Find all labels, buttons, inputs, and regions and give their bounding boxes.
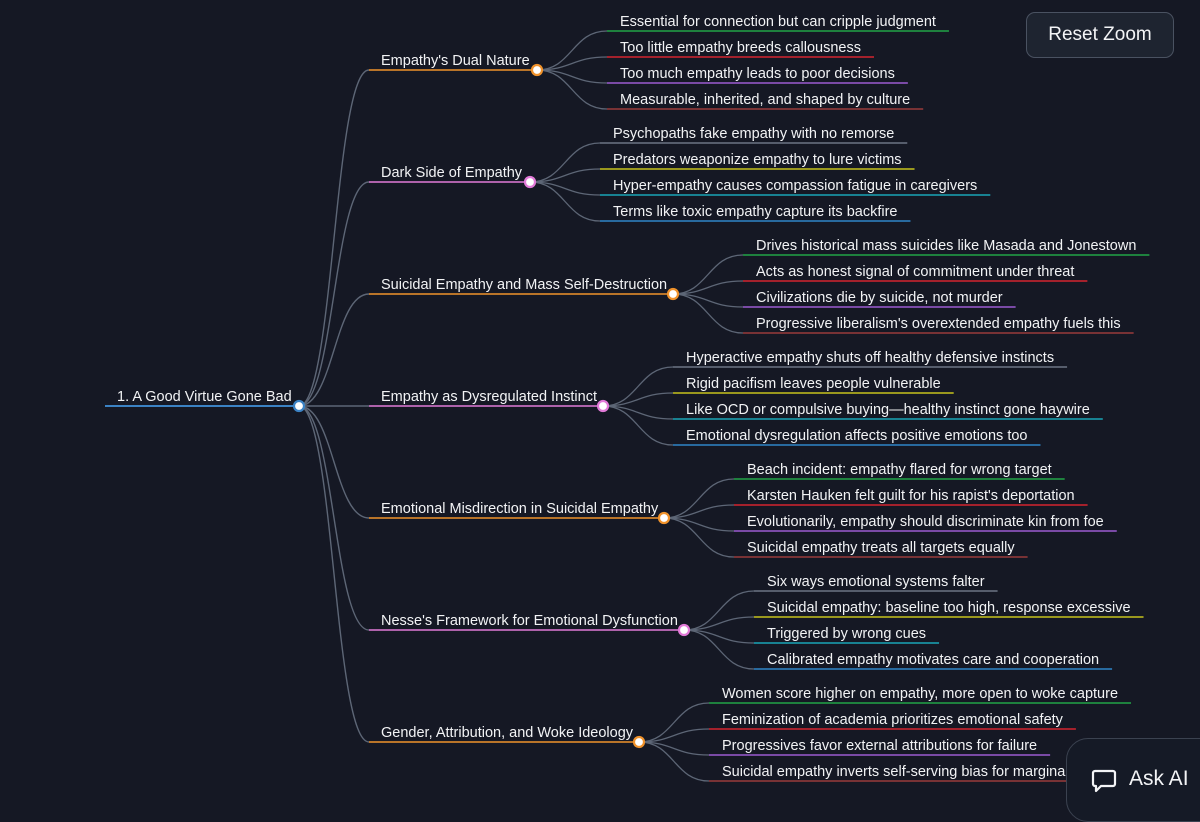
branch-collapse-toggle[interactable] — [523, 175, 537, 189]
leaf-link — [663, 478, 735, 519]
leaf-label: Suicidal empathy inverts self-serving bi… — [722, 764, 1072, 780]
leaf-label: Emotional dysregulation affects positive… — [686, 428, 1027, 444]
branch-label: Empathy as Dysregulated Instinct — [381, 389, 597, 405]
branch-collapse-toggle[interactable] — [666, 287, 680, 301]
branch-collapse-toggle[interactable] — [677, 623, 691, 637]
branch-link — [298, 69, 370, 407]
label-layer: 1. A Good Virtue Gone Bad Empathy's Dual … — [117, 14, 1136, 780]
leaf-label: Too little empathy breeds callousness — [620, 40, 861, 56]
leaf-label: Suicidal empathy: baseline too high, res… — [767, 600, 1131, 616]
leaf-label: Evolutionarily, empathy should discrimin… — [747, 514, 1104, 530]
branch-link — [298, 181, 370, 407]
branch-label: Empathy's Dual Nature — [381, 53, 530, 69]
branch-label: Emotional Misdirection in Suicidal Empat… — [381, 501, 659, 517]
leaf-link — [536, 30, 608, 71]
leaf-link — [536, 69, 608, 110]
leaf-link — [638, 741, 710, 756]
leaf-link — [663, 517, 735, 532]
leaf-link — [683, 629, 755, 670]
leaf-label: Measurable, inherited, and shaped by cul… — [620, 92, 910, 108]
branch-link — [298, 405, 370, 631]
leaf-label: Progressives favor external attributions… — [722, 738, 1037, 754]
leaf-link — [663, 504, 735, 519]
leaf-link — [602, 366, 674, 407]
leaf-label: Rigid pacifism leaves people vulnerable — [686, 376, 941, 392]
leaf-link — [536, 56, 608, 71]
leaf-label: Drives historical mass suicides like Mas… — [756, 238, 1136, 254]
mindmap-diagram[interactable]: 1. A Good Virtue Gone Bad Empathy's Dual … — [0, 0, 1200, 792]
reset-zoom-button[interactable]: Reset Zoom — [1026, 12, 1174, 58]
leaf-label: Calibrated empathy motivates care and co… — [767, 652, 1099, 668]
ask-ai-label: Ask AI — [1129, 767, 1189, 790]
leaf-label: Acts as honest signal of commitment unde… — [756, 264, 1074, 280]
leaf-link — [638, 702, 710, 743]
branch-link — [298, 405, 370, 743]
leaf-label: Karsten Hauken felt guilt for his rapist… — [747, 488, 1075, 504]
leaf-label: Predators weaponize empathy to lure vict… — [613, 152, 902, 168]
leaf-label: Beach incident: empathy flared for wrong… — [747, 462, 1052, 478]
leaf-link — [529, 142, 601, 183]
branch-label: Nesse's Framework for Emotional Dysfunct… — [381, 613, 678, 629]
leaf-link — [683, 629, 755, 644]
branch-link — [298, 293, 370, 407]
leaf-label: Six ways emotional systems falter — [767, 574, 985, 590]
leaf-label: Essential for connection but can cripple… — [620, 14, 936, 30]
leaf-link — [536, 69, 608, 84]
leaf-label: Civilizations die by suicide, not murder — [756, 290, 1003, 306]
leaf-link — [672, 254, 744, 295]
branch-collapse-toggle[interactable] — [657, 511, 671, 525]
branch-link — [298, 405, 370, 519]
branch-collapse-toggle[interactable] — [530, 63, 544, 77]
leaf-link — [638, 728, 710, 743]
leaf-link — [529, 168, 601, 183]
leaf-link — [529, 181, 601, 196]
leaf-link — [602, 405, 674, 446]
leaf-label: Like OCD or compulsive buying—healthy in… — [686, 402, 1090, 418]
leaf-link — [602, 392, 674, 407]
underline-layer — [105, 30, 1150, 782]
root-node-label: 1. A Good Virtue Gone Bad — [117, 389, 292, 405]
leaf-label: Hyperactive empathy shuts off healthy de… — [686, 350, 1054, 366]
branch-label: Dark Side of Empathy — [381, 165, 523, 181]
leaf-label: Terms like toxic empathy capture its bac… — [613, 204, 897, 220]
leaf-link — [683, 616, 755, 631]
leaf-label: Psychopaths fake empathy with no remorse — [613, 126, 894, 142]
leaf-link — [672, 293, 744, 308]
leaf-label: Hyper-empathy causes compassion fatigue … — [613, 178, 977, 194]
leaf-link — [672, 293, 744, 334]
branch-label: Gender, Attribution, and Woke Ideology — [381, 725, 634, 741]
leaf-link — [529, 181, 601, 222]
chat-bubble-icon — [1091, 767, 1117, 793]
leaf-label: Too much empathy leads to poor decisions — [620, 66, 895, 82]
branch-collapse-toggle[interactable] — [596, 399, 610, 413]
node-layer — [292, 63, 691, 749]
leaf-link — [672, 280, 744, 295]
link-layer — [298, 30, 755, 782]
leaf-label: Suicidal empathy treats all targets equa… — [747, 540, 1015, 556]
leaf-label: Women score higher on empathy, more open… — [722, 686, 1118, 702]
leaf-link — [683, 590, 755, 631]
leaf-link — [602, 405, 674, 420]
branch-collapse-toggle[interactable] — [632, 735, 646, 749]
leaf-label: Feminization of academia prioritizes emo… — [722, 712, 1064, 728]
leaf-link — [638, 741, 710, 782]
leaf-link — [663, 517, 735, 558]
root-collapse-toggle[interactable] — [292, 399, 306, 413]
branch-label: Suicidal Empathy and Mass Self-Destructi… — [381, 277, 667, 293]
mindmap-canvas[interactable]: 1. A Good Virtue Gone Bad Empathy's Dual … — [0, 0, 1200, 792]
leaf-label: Progressive liberalism's overextended em… — [756, 316, 1121, 332]
leaf-label: Triggered by wrong cues — [767, 626, 926, 642]
ask-ai-button[interactable]: Ask AI — [1066, 738, 1200, 822]
